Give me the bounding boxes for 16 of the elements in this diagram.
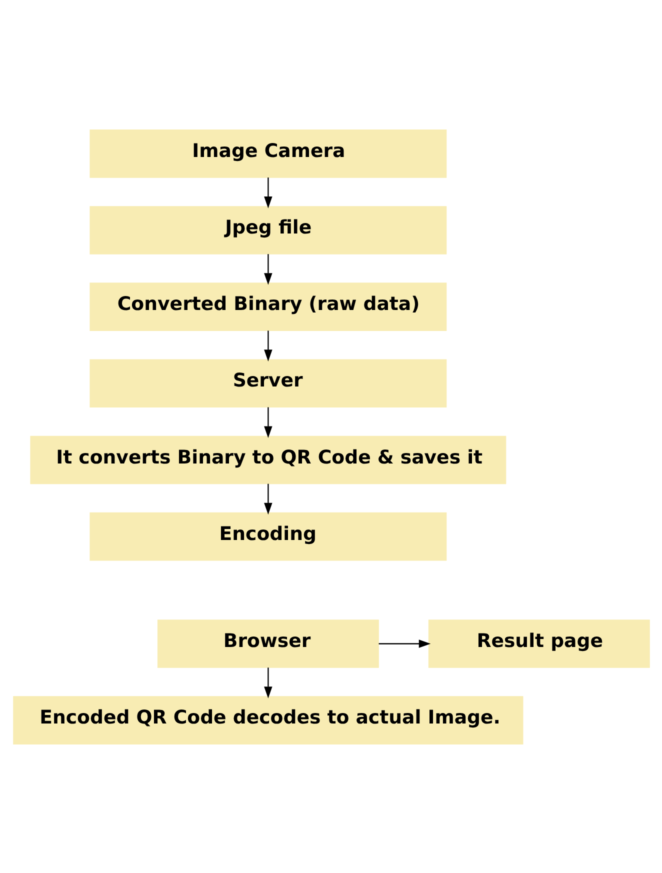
- node-box: Server: [89, 358, 446, 408]
- arrow: [264, 406, 272, 438]
- arrow: [264, 177, 272, 208]
- node-box: Browser: [156, 619, 378, 668]
- arrow: [264, 667, 272, 698]
- arrow: [264, 330, 272, 361]
- node-box: Image Camera: [89, 129, 446, 178]
- arrow: [264, 483, 272, 514]
- node-box: Result page: [428, 619, 650, 668]
- arrow: [378, 639, 430, 648]
- node-box: Converted Binary (raw data): [89, 282, 446, 330]
- node-box: Encoded QR Code decodes to actual Image.: [12, 696, 523, 744]
- arrow: [264, 254, 272, 284]
- node-box: It converts Binary to QR Code & saves it: [30, 435, 506, 484]
- node-box: Jpeg file: [89, 206, 446, 254]
- node-box: Encoding: [89, 512, 446, 560]
